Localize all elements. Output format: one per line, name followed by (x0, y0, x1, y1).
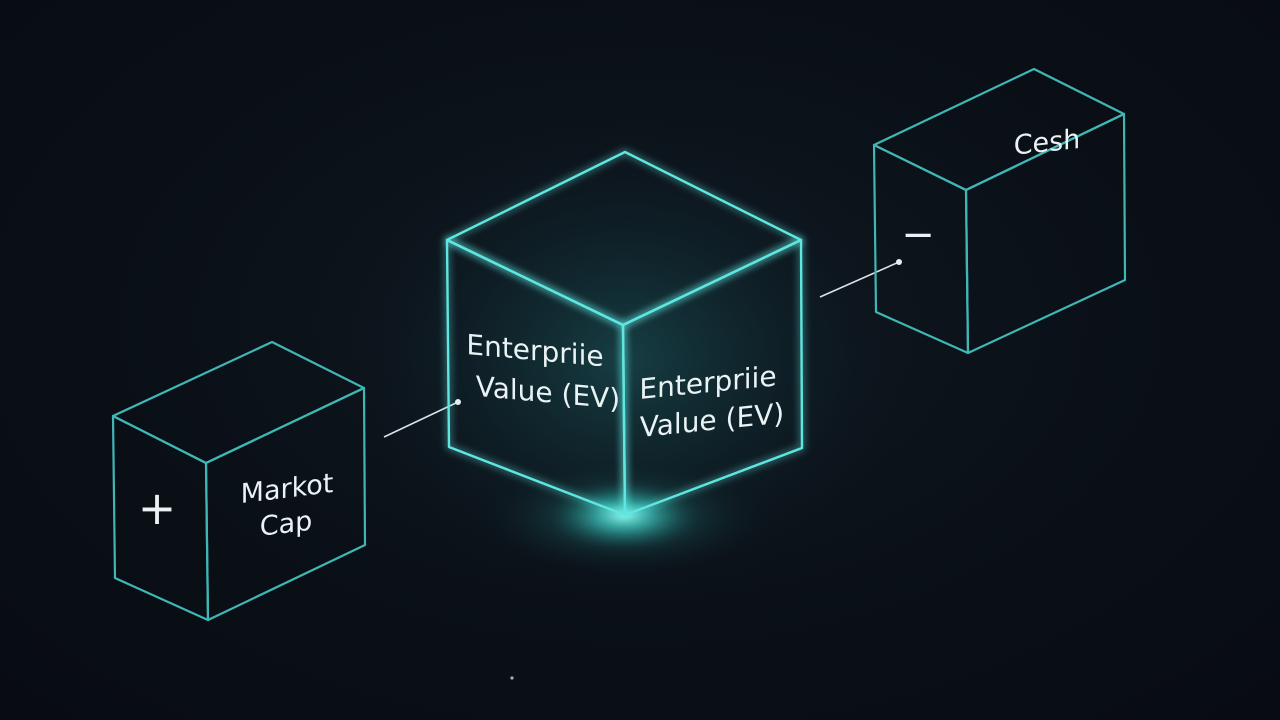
connector-left-line (383, 401, 459, 438)
right-block: − Cesh (872, 67, 1127, 355)
center-halo (325, 110, 925, 610)
left-block-right-face (204, 386, 367, 622)
center-block-right-face (621, 238, 804, 517)
left-block-label-line2: Cap (260, 506, 313, 543)
connector-right-line (819, 261, 900, 298)
left-block-operator: + (138, 481, 177, 535)
left-block-label-line1: Markot (241, 468, 334, 510)
left-block: + Markot Cap (111, 340, 367, 622)
connector-right (819, 259, 902, 298)
connector-left (383, 399, 461, 438)
right-block-right-face (964, 112, 1127, 355)
right-block-top-face (872, 67, 1126, 192)
connector-right-dot (896, 259, 902, 265)
connector-left-dot (455, 399, 461, 405)
stray-dot (510, 676, 514, 680)
right-block-operator: − (901, 212, 935, 258)
right-block-label: Cesh (1014, 124, 1081, 162)
